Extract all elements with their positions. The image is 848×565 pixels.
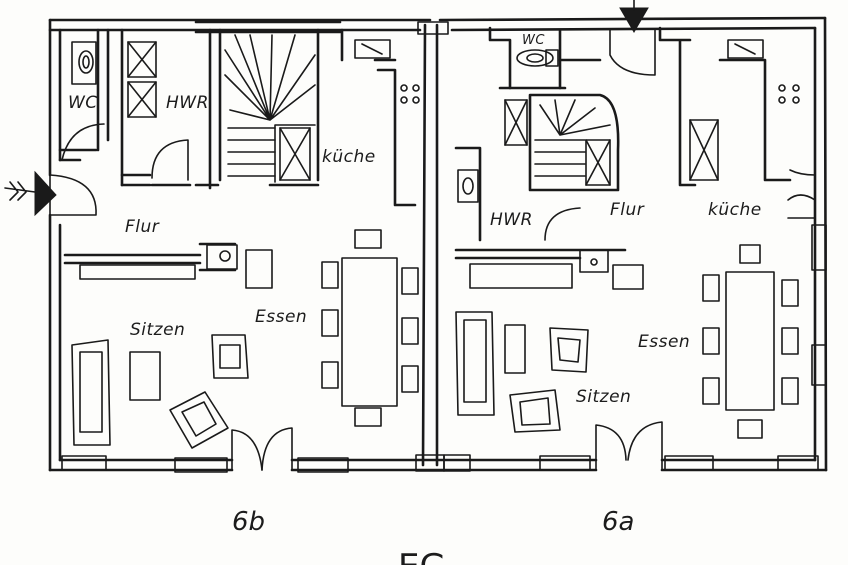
room-label-wc-6a: WC — [522, 33, 545, 48]
staircase-6b — [224, 34, 316, 183]
room-label-flur-6a: Flur — [610, 200, 645, 220]
coffee-table-6a — [504, 324, 526, 374]
toilet-6a — [516, 49, 559, 67]
unit-6a — [454, 0, 827, 471]
dining-table-6b — [321, 229, 419, 427]
terrace-door-6a — [595, 421, 663, 471]
room-label-wc-6b: WC — [68, 93, 98, 113]
room-label-kueche-6a: küche — [708, 200, 762, 220]
room-label-flur-6b: Flur — [125, 217, 160, 237]
terrace-door-6b — [231, 427, 293, 471]
unit-label-6b: 6b — [232, 507, 265, 537]
entry-door-6a — [609, 0, 656, 76]
appliances-6b — [127, 41, 157, 118]
dining-table-6a — [702, 244, 799, 439]
sofa-6a — [455, 311, 495, 416]
room-label-sitzen-6a: Sitzen — [576, 387, 631, 407]
toilet-6b — [71, 41, 97, 85]
sofa-6b — [71, 339, 111, 446]
room-label-hwr-6a: HWR — [490, 210, 533, 230]
stove-6a — [778, 84, 800, 104]
stove-6b — [400, 84, 420, 104]
outer-walls — [48, 16, 828, 473]
armchairs-6a — [509, 327, 589, 433]
entry-door-6b — [4, 170, 97, 217]
room-label-essen-6a: Essen — [638, 332, 690, 352]
room-label-kueche-6b: küche — [322, 147, 376, 167]
unit-6b — [4, 20, 420, 471]
armchairs-6b — [169, 334, 249, 449]
unit-label-6a: 6a — [602, 507, 634, 537]
room-label-hwr-6b: HWR — [166, 93, 209, 113]
footer-fragment: EG — [398, 547, 446, 565]
room-label-essen-6b: Essen — [255, 307, 307, 327]
coffee-table-6b — [129, 351, 161, 401]
appliances-6a — [504, 99, 528, 146]
room-label-sitzen-6b: Sitzen — [130, 320, 185, 340]
staircase-6a — [534, 99, 611, 186]
